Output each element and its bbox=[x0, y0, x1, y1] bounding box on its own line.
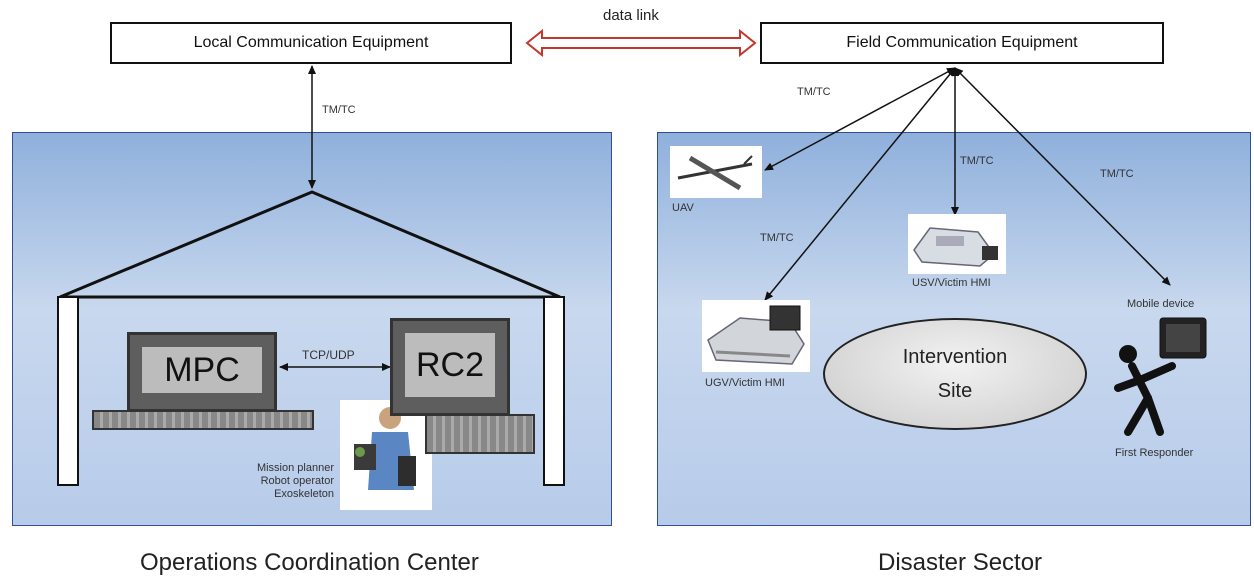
ugv-label: UGV/Victim HMI bbox=[705, 377, 785, 389]
ugv-vehicle-icon bbox=[702, 300, 810, 372]
mobile-link bbox=[954, 67, 1171, 286]
data-link-label: data link bbox=[603, 7, 659, 24]
operator-exoskeleton-photo bbox=[340, 400, 432, 510]
intervention-site-label-line1: Intervention bbox=[902, 346, 1008, 368]
first-responder-label: First Responder bbox=[1115, 447, 1194, 459]
house-roof bbox=[59, 190, 561, 299]
rc2-laptop-keyboard bbox=[425, 414, 535, 454]
usv-vehicle-icon bbox=[908, 214, 1006, 274]
intervention-site-label-line2: Site bbox=[937, 380, 973, 402]
rc2-laptop-screen: RC2 bbox=[390, 318, 510, 416]
ugv-link bbox=[764, 67, 956, 301]
mobile-device-icon bbox=[1159, 317, 1207, 359]
uav-link bbox=[764, 67, 956, 171]
local-communication-equipment-label: Local Communication Equipment bbox=[193, 34, 429, 51]
usv-tmtc-label: TM/TC bbox=[960, 155, 994, 167]
rc2-label: RC2 bbox=[415, 345, 485, 384]
field-communication-equipment-box: Field Communication Equipment bbox=[760, 22, 1164, 64]
uav-label: UAV bbox=[672, 202, 694, 214]
uav-tmtc-label: TM/TC bbox=[797, 86, 831, 98]
house-pillar-left bbox=[57, 296, 79, 486]
operations-center-caption: Operations Coordination Center bbox=[140, 549, 479, 576]
role-exoskeleton: Exoskeleton bbox=[274, 488, 334, 500]
uav-drone-icon bbox=[670, 146, 762, 198]
role-mission-planner: Mission planner bbox=[256, 462, 334, 474]
tcp-udp-label: TCP/UDP bbox=[302, 348, 355, 362]
role-robot-operator: Robot operator bbox=[260, 475, 334, 487]
mpc-label: MPC bbox=[164, 350, 240, 389]
ugv-tmtc-label: TM/TC bbox=[760, 232, 794, 244]
mpc-laptop-screen: MPC bbox=[127, 332, 277, 412]
usv-label: USV/Victim HMI bbox=[912, 277, 991, 289]
mobile-device-label: Mobile device bbox=[1127, 298, 1195, 310]
operations-center-panel bbox=[12, 132, 612, 526]
intervention-site-ellipse: Intervention Site bbox=[823, 318, 1087, 430]
disaster-sector-caption: Disaster Sector bbox=[878, 549, 1043, 576]
data-link-arrow bbox=[525, 28, 757, 58]
occ-roles-list: Mission planner Robot operator Exoskelet… bbox=[222, 462, 334, 501]
occ-tmtc-label: TM/TC bbox=[322, 104, 356, 116]
first-responder-figure bbox=[1114, 345, 1176, 436]
house-pillar-right bbox=[543, 296, 565, 486]
mobile-tmtc-label: TM/TC bbox=[1100, 168, 1134, 180]
local-communication-equipment-box: Local Communication Equipment bbox=[110, 22, 512, 64]
field-communication-equipment-label: Field Communication Equipment bbox=[846, 34, 1078, 51]
mpc-laptop-keyboard bbox=[92, 410, 314, 430]
